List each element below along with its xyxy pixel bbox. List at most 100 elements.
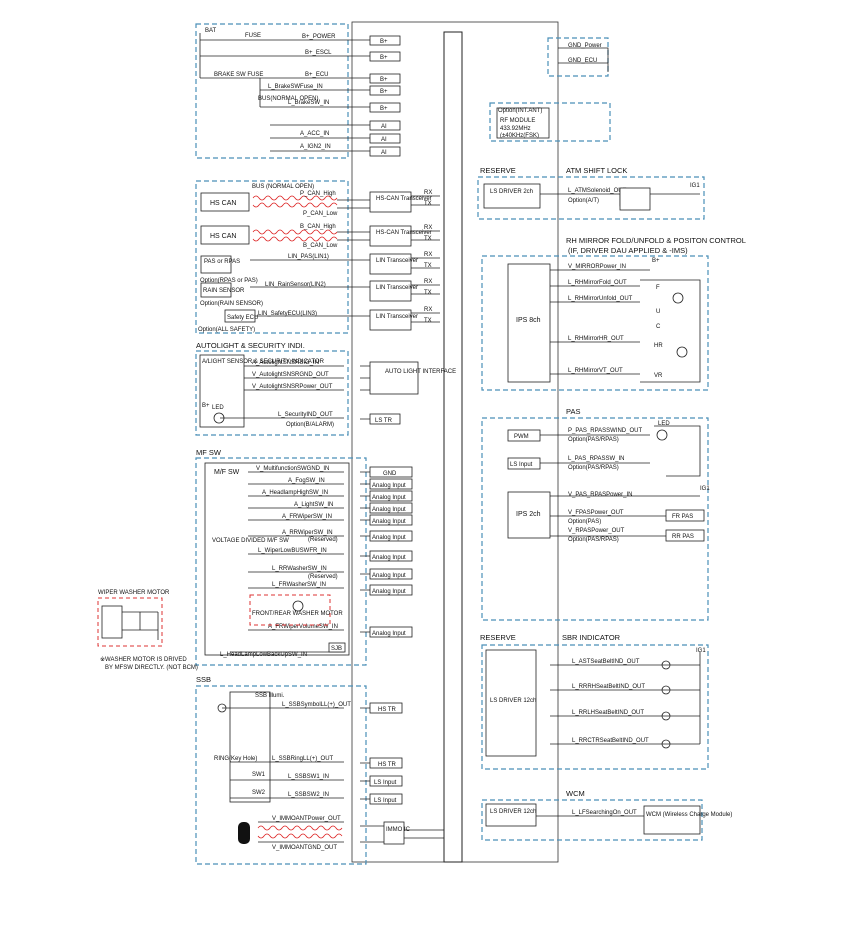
pas-led-icon (656, 429, 668, 441)
svg-text:RING(Key Hole): RING(Key Hole) (214, 756, 257, 762)
svg-text:Option(RAIN SENSOR): Option(RAIN SENSOR) (200, 301, 263, 307)
svg-text:Analog Input: Analog Input (372, 555, 406, 561)
svg-text:AI: AI (381, 137, 387, 143)
svg-text:LS DRIVER 12ch: LS DRIVER 12ch (490, 698, 536, 704)
power-frame (195, 23, 349, 159)
svg-text:Analog Input: Analog Input (372, 535, 406, 541)
svg-text:TX: TX (424, 201, 432, 207)
svg-text:Option(B/ALARM): Option(B/ALARM) (286, 422, 334, 428)
svg-text:A_RRWiperSW_IN: A_RRWiperSW_IN (282, 530, 333, 536)
power-section: BAT FUSE BRAKE SW FUSE BUS(NORMAL OPEN) … (195, 23, 401, 159)
svg-text:V_FPASPower_OUT: V_FPASPower_OUT (568, 510, 624, 516)
svg-text:B_CAN_Low: B_CAN_Low (303, 243, 338, 249)
can-twisted-pair-2 (252, 229, 338, 242)
svg-text:ATM SHIFT LOCK: ATM SHIFT LOCK (566, 166, 627, 175)
svg-text:IPS 8ch: IPS 8ch (516, 317, 541, 324)
svg-text:B+: B+ (380, 55, 388, 61)
mfsw-section: MF SW M/F SW VOLTAGE DIVIDED M/F SW V_Mu… (97, 448, 413, 671)
svg-text:HS CAN: HS CAN (210, 233, 236, 240)
note-line-1: ※WASHER MOTOR IS DRIVED (100, 656, 187, 663)
svg-text:A_FRWiperVolumeSW_IN: A_FRWiperVolumeSW_IN (268, 624, 338, 630)
svg-text:AI: AI (381, 150, 387, 156)
svg-text:SJB: SJB (331, 646, 342, 652)
hs-can-transceiver-1: HS-CAN Transceiver (376, 196, 432, 202)
svg-text:IG1: IG1 (690, 183, 700, 189)
svg-text:LS DRIVER 12ch: LS DRIVER 12ch (490, 809, 536, 815)
svg-text:L_ATMSolenoid_OUT: L_ATMSolenoid_OUT (568, 188, 627, 194)
svg-text:L_WiperLowBUSWFR_IN: L_WiperLowBUSWFR_IN (258, 548, 327, 554)
ssb-section: SSB SSB Illumi. RING(Key Hole) SW1 SW2 L… (195, 675, 444, 865)
svg-text:IG1: IG1 (700, 486, 710, 492)
svg-text:L_HeadLampLowBackUpSW_IN: L_HeadLampLowBackUpSW_IN (220, 652, 307, 658)
svg-text:A_HeadlampHighSW_IN: A_HeadlampHighSW_IN (262, 490, 328, 496)
svg-text:HS TR: HS TR (378, 762, 397, 768)
autolight-section: AUTOLIGHT & SECURITY INDI. A/LIGHT SENSO… (195, 341, 456, 436)
svg-text:C: C (656, 324, 661, 330)
ground-section: GND_Power GND_ECU (547, 37, 609, 77)
svg-text:(±40KHz(FSK): (±40KHz(FSK) (500, 133, 539, 139)
svg-text:Option(ALL SAFETY): Option(ALL SAFETY) (198, 327, 255, 333)
mirror-section: RH MIRROR FOLD/UNFOLD & POSITON CONTROL … (481, 236, 746, 391)
svg-text:Analog Input: Analog Input (372, 519, 406, 525)
svg-text:SBR INDICATOR: SBR INDICATOR (562, 633, 621, 642)
sbr-led-icon-1 (661, 660, 671, 670)
svg-text:V_RPASPower_OUT: V_RPASPower_OUT (568, 528, 625, 534)
svg-text:SW1: SW1 (252, 772, 266, 778)
svg-text:HS TR: HS TR (378, 707, 397, 713)
svg-text:L_RRWasherSW_IN: L_RRWasherSW_IN (272, 566, 327, 572)
svg-text:VR: VR (654, 373, 663, 379)
svg-text:V_PAS_RPASPower_IN: V_PAS_RPASPower_IN (568, 492, 632, 498)
svg-text:RX: RX (424, 190, 432, 196)
svg-text:L_RRCTRSeatBeltIND_OUT: L_RRCTRSeatBeltIND_OUT (572, 738, 649, 744)
svg-text:L_RHMirrorVT_OUT: L_RHMirrorVT_OUT (568, 368, 623, 374)
svg-text:B+: B+ (380, 39, 388, 45)
sig-brakefuse: L_BrakeSWFuse_IN (268, 84, 323, 90)
power-output-boxes: B+ B+ B+ B+ B+ AI AI AI (369, 35, 401, 157)
pas-box: PAS or RPAS (204, 259, 240, 265)
svg-text:TX: TX (424, 236, 432, 242)
svg-text:F: F (656, 285, 660, 291)
sbr-led-icon-4 (661, 739, 671, 749)
svg-text:RX: RX (424, 307, 432, 313)
position-motor-icon (676, 346, 688, 358)
sig-ign2: A_IGN2_IN (300, 144, 331, 150)
svg-text:LS Input: LS Input (374, 780, 397, 786)
note-line-2: BY MFSW DIRECTLY. (NOT BCM) (105, 665, 198, 671)
svg-text:B+: B+ (380, 77, 388, 83)
svg-text:Option(A/T): Option(A/T) (568, 198, 599, 204)
svg-text:WCM (Wireless Charge Module): WCM (Wireless Charge Module) (646, 812, 732, 818)
wiper-motor-frame (97, 597, 163, 647)
mfsw-header: MF SW (196, 448, 222, 457)
svg-text:Option(RPAS or PAS): Option(RPAS or PAS) (200, 278, 258, 284)
can-twisted-pair-1 (252, 195, 338, 208)
svg-text:L_LFSearchingOn_OUT: L_LFSearchingOn_OUT (572, 810, 637, 816)
ssb-lamp-icon (217, 703, 227, 713)
svg-text:Analog Input: Analog Input (372, 631, 406, 637)
svg-text:IPS 2ch: IPS 2ch (516, 511, 541, 518)
svg-text:(Reserved): (Reserved) (308, 574, 338, 580)
bus-switch-label: BUS(NORMAL OPEN) (258, 96, 318, 102)
svg-text:LED: LED (658, 421, 670, 427)
svg-text:(IF, DRIVER DAU APPLIED & -IMS: (IF, DRIVER DAU APPLIED & -IMS) (568, 246, 688, 255)
safety-ecu-box: Safety ECU (227, 315, 258, 321)
fuse-label: FUSE (245, 33, 261, 39)
sbr-led-icon-3 (661, 711, 671, 721)
svg-text:GND: GND (383, 471, 397, 477)
sig-becu: B+_ECU (305, 72, 329, 78)
svg-text:U: U (656, 309, 660, 315)
antenna-coil-icon (238, 822, 250, 844)
svg-text:LS Input: LS Input (374, 798, 397, 804)
svg-text:LIN_PAS(LIN1): LIN_PAS(LIN1) (288, 254, 329, 260)
led-icon (213, 412, 225, 424)
pas-section: PAS PWM LS Input P_PAS_RPASSWIND_OUT Opt… (481, 407, 710, 621)
hs-can-box-2 (200, 225, 250, 245)
svg-text:RX: RX (424, 225, 432, 231)
svg-text:L_RHMirrorHR_OUT: L_RHMirrorHR_OUT (568, 336, 624, 342)
sig-acc: A_ACC_IN (300, 131, 329, 137)
immo-ic-box: IMMO IC (386, 827, 411, 833)
svg-text:HR: HR (654, 343, 663, 349)
svg-text:WCM: WCM (566, 789, 585, 798)
svg-text:AI: AI (381, 124, 387, 130)
svg-text:Analog Input: Analog Input (372, 573, 406, 579)
